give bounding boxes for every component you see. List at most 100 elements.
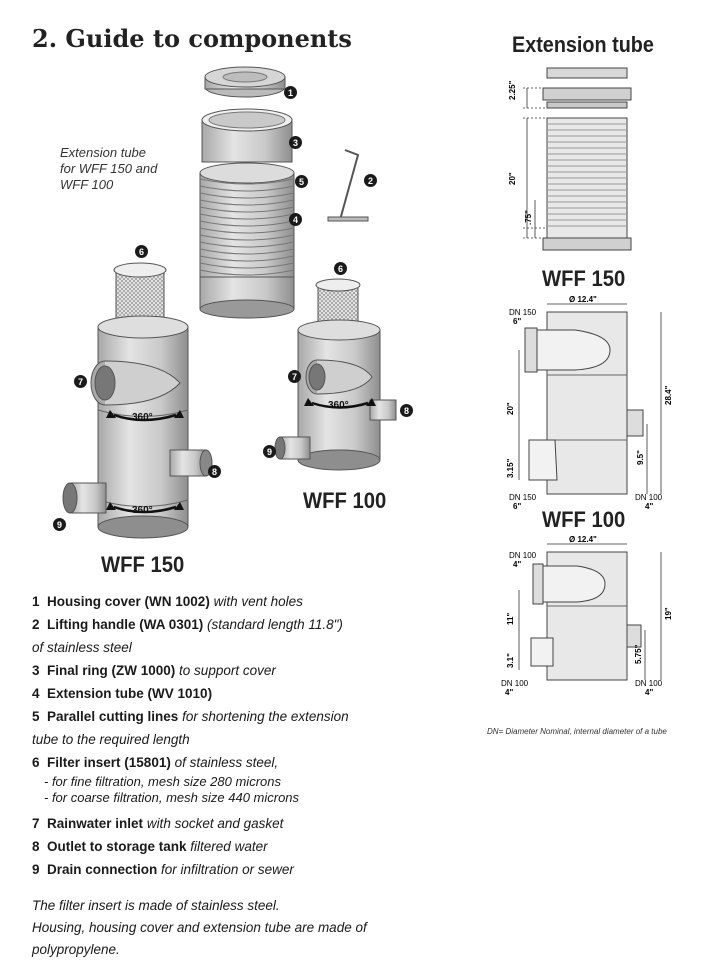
wff150-housing: 360° 360° (62, 262, 213, 539)
list-item: 1 Housing cover (WN 1002) with vent hole… (32, 590, 402, 613)
item-name: Parallel cutting lines (47, 709, 179, 724)
wff150-label: WFF 150 (101, 552, 185, 577)
badge-8: 8 (400, 404, 413, 417)
badge-7: 7 (288, 370, 301, 383)
badge-4: 4 (289, 213, 302, 226)
item-desc: with socket and gasket (143, 816, 284, 831)
drain-label: DN 100 (635, 493, 663, 502)
item-desc: filtered water (186, 839, 268, 854)
wff100-drawing: Ø 12.4" DN 100 4" DN 100 4" DN 100 4" 11… (501, 535, 673, 697)
drain-size: 4" (645, 688, 653, 697)
dim-label: 28.4" (664, 385, 673, 405)
dn-footnote: DN= Diameter Nominal, internal diameter … (487, 727, 667, 736)
item-cont: tube to the required length (32, 732, 190, 747)
rotation-label: 360° (132, 505, 153, 516)
badge-8: 8 (208, 465, 221, 478)
components-illustration: 360° 360° 360° (62, 66, 397, 539)
list-item: 8 Outlet to storage tank filtered water (32, 835, 402, 858)
extension-tube-heading: Extension tube (512, 32, 654, 57)
caption-line: for WFF 150 and (60, 161, 158, 176)
badge-3: 3 (289, 136, 302, 149)
list-subitem: - for coarse filtration, mesh size 440 m… (44, 790, 300, 805)
item-num: 1 (32, 594, 40, 609)
item-desc: with vent holes (209, 594, 303, 609)
page-title: 2. Guide to components (32, 24, 352, 53)
extension-tube (199, 162, 295, 319)
list-item: 9 Drain connection for infiltration or s… (32, 858, 402, 881)
rotation-label: 360° (328, 400, 349, 411)
wff100-label: WFF 100 (303, 488, 387, 513)
final-ring (201, 108, 293, 163)
note-line: Housing, housing cover and extension tub… (32, 920, 367, 935)
item-name: Final ring (ZW 1000) (47, 663, 176, 678)
list-item: 3 Final ring (ZW 1000) to support cover (32, 659, 402, 682)
components-list: 1 Housing cover (WN 1002) with vent hole… (32, 590, 402, 881)
badge-7: 7 (74, 375, 87, 388)
item-name: Filter insert (15801) (47, 755, 171, 770)
material-note: The filter insert is made of stainless s… (32, 895, 367, 961)
drain-size: 4" (645, 502, 653, 511)
badge-6: 6 (334, 262, 347, 275)
item-name: Drain connection (47, 862, 158, 877)
dim-label: .75" (524, 210, 533, 225)
badge-5: 5 (295, 175, 308, 188)
extension-tube-caption: Extension tube for WFF 150 and WFF 100 (60, 145, 157, 193)
inlet-label: DN 150 (509, 308, 537, 317)
item-desc: (standard length 11.8") (203, 617, 343, 632)
dim-label: 2.25" (508, 80, 517, 100)
list-item: 2 Lifting handle (WA 0301) (standard len… (32, 613, 402, 636)
item-num: 8 (32, 839, 40, 854)
item-name: Outlet to storage tank (47, 839, 187, 854)
list-subitem: - for fine filtration, mesh size 280 mic… (44, 774, 281, 789)
rotation-label: 360° (132, 412, 153, 423)
list-item-cont: of stainless steel (32, 636, 402, 659)
dim-label: 3.1" (506, 653, 515, 668)
dim-label: 20" (506, 402, 515, 415)
dim-label: 9.5" (636, 450, 645, 465)
item-num: 3 (32, 663, 40, 678)
item-name: Rainwater inlet (47, 816, 144, 831)
note-line: polypropylene. (32, 942, 120, 957)
item-name: Housing cover (WN 1002) (47, 594, 210, 609)
outlet-size: 4" (505, 688, 513, 697)
list-item: 5 Parallel cutting lines for shortening … (32, 705, 402, 728)
diameter-label: Ø 12.4" (569, 295, 597, 304)
list-item: 6 Filter insert (15801) of stainless ste… (32, 751, 402, 774)
dim-label: 3.15" (506, 458, 515, 478)
outlet-size: 6" (513, 502, 521, 511)
badge-2: 2 (364, 174, 377, 187)
dim-label: 11" (506, 613, 515, 625)
wff100-housing: 360° (274, 278, 397, 471)
outlet-label: DN 100 (501, 679, 529, 688)
item-num: 2 (32, 617, 40, 632)
drain-label: DN 100 (635, 679, 663, 688)
caption-line: Extension tube (60, 145, 147, 160)
item-num: 6 (32, 755, 40, 770)
wff150-drawing-heading: WFF 150 (542, 266, 626, 291)
item-desc: for shortening the extension (178, 709, 349, 724)
item-num: 4 (32, 686, 40, 701)
dim-label: 5.75" (634, 644, 643, 664)
item-num: 7 (32, 816, 40, 831)
dim-label: 20" (508, 172, 517, 185)
diameter-label: Ø 12.4" (569, 535, 597, 544)
list-item-cont: tube to the required length (32, 728, 402, 751)
item-desc: of stainless steel, (170, 755, 279, 770)
dim-label: 19" (664, 607, 673, 620)
wff150-drawing: Ø 12.4" DN 150 6" DN 150 6" DN 100 4" 20… (506, 295, 673, 511)
badge-1: 1 (284, 86, 297, 99)
item-num: 5 (32, 709, 40, 724)
badge-9: 9 (53, 518, 66, 531)
item-cont: of stainless steel (32, 640, 132, 655)
housing-cover (204, 66, 286, 98)
item-num: 9 (32, 862, 40, 877)
list-item: 7 Rainwater inlet with socket and gasket (32, 812, 402, 835)
inlet-size: 6" (513, 317, 521, 326)
inlet-size: 4" (513, 560, 521, 569)
note-line: The filter insert is made of stainless s… (32, 898, 280, 913)
list-item: 4 Extension tube (WV 1010) (32, 682, 402, 705)
extension-tube-drawing: 2.25" 20" .75" (508, 67, 632, 251)
badge-9: 9 (263, 445, 276, 458)
item-desc: for infiltration or sewer (157, 862, 294, 877)
caption-line: WFF 100 (60, 177, 114, 192)
